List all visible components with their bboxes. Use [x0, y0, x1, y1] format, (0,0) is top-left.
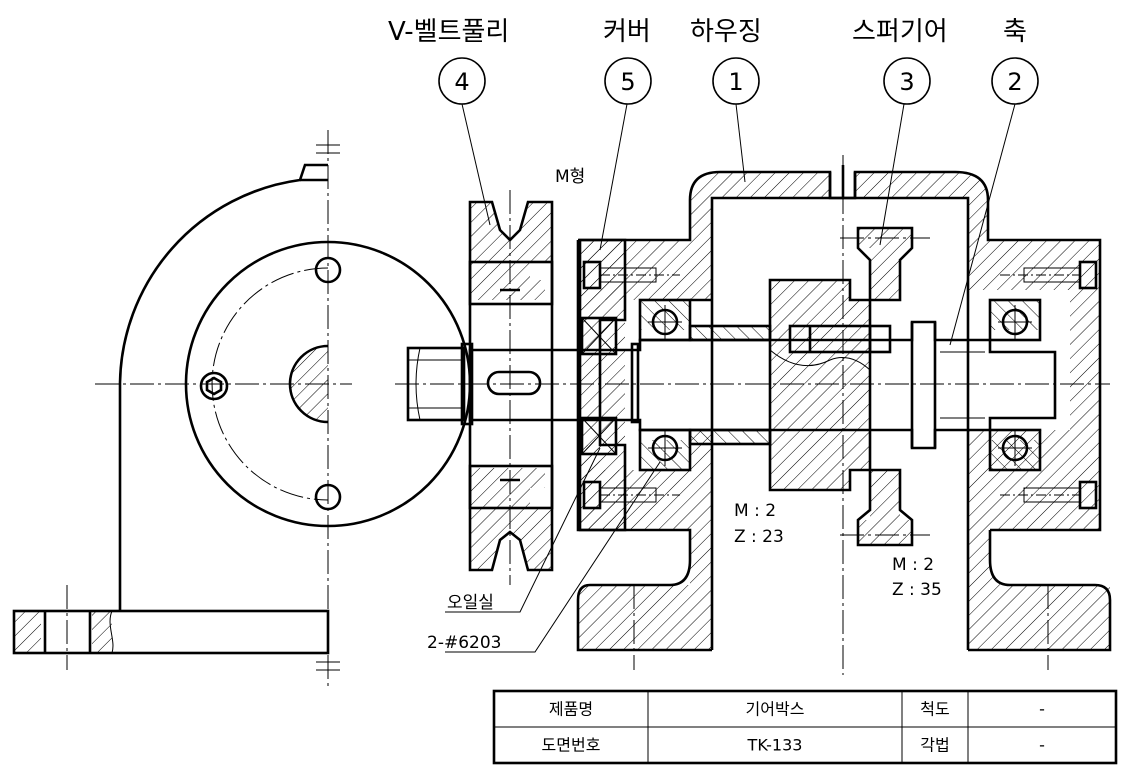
product-name-value: 기어박스: [746, 700, 805, 719]
spur-gear-label: 스퍼기어: [852, 17, 948, 47]
balloon-housing-number: 1: [728, 68, 743, 96]
balloon-pulley: 4: [438, 57, 486, 105]
balloon-cover-number: 5: [620, 68, 635, 96]
title-block: 제품명 기어박스 척도 - 도면번호 TK-133 각법 -: [492, 689, 1118, 765]
balloon-spur-gear-number: 3: [899, 68, 914, 96]
balloon-cover: 5: [604, 57, 652, 105]
scale-label: 척도: [920, 700, 949, 719]
product-name-label: 제품명: [549, 700, 593, 719]
shaft-label: 축: [1003, 17, 1027, 47]
section-view: [395, 103, 1112, 675]
housing-label: 하우징: [690, 17, 762, 47]
side-view: [12, 130, 472, 690]
large-gear-teeth: Z : 35: [892, 580, 942, 600]
drawing-number-label: 도면번호: [542, 736, 601, 755]
oil-seal-note: 오일실: [447, 593, 494, 613]
balloon-housing: 1: [712, 57, 760, 105]
small-gear-teeth: Z : 23: [734, 527, 784, 547]
balloon-shaft-number: 2: [1007, 68, 1022, 96]
pulley-label: V-벨트풀리: [388, 17, 509, 47]
balloon-spur-gear: 3: [883, 57, 931, 105]
pulley-type-note: M형: [555, 167, 585, 187]
projection-label: 각법: [920, 736, 949, 755]
balloon-shaft: 2: [991, 57, 1039, 105]
scale-value: -: [1039, 700, 1045, 719]
drawing-number-value: TK-133: [747, 736, 803, 755]
small-gear-module: M : 2: [734, 501, 776, 521]
balloon-pulley-number: 4: [454, 68, 469, 96]
large-gear-module: M : 2: [892, 555, 934, 575]
cover-label: 커버: [603, 17, 651, 47]
bearing-note: 2-#6203: [427, 633, 501, 653]
projection-value: -: [1039, 736, 1045, 755]
